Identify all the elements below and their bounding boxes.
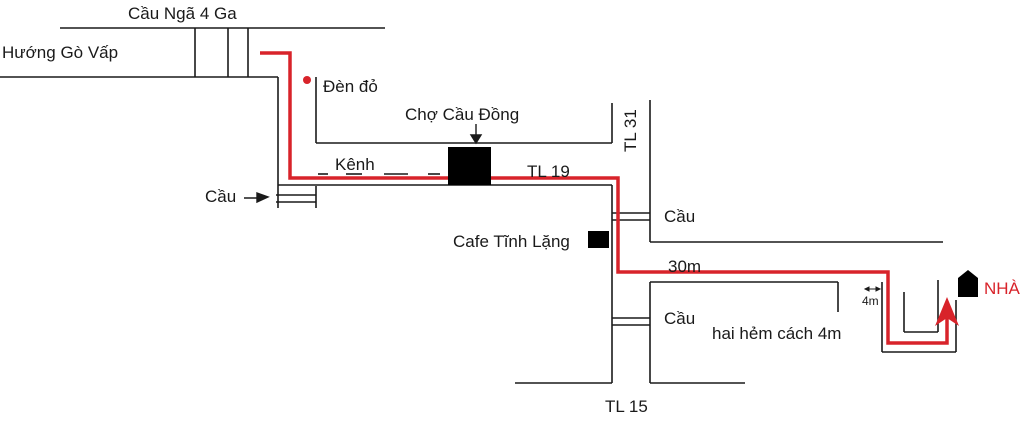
dimension-4m-icon	[863, 286, 882, 292]
pointer-arrow-icon	[469, 124, 483, 145]
bridge-tl15	[612, 317, 650, 326]
route-arrowhead-icon	[935, 297, 959, 326]
label-30m: 30m	[668, 257, 702, 276]
label-cau-low: Cầu	[664, 309, 696, 328]
roads	[0, 27, 957, 384]
label-huong-go-vap: Hướng Gò Vấp	[2, 43, 119, 62]
label-hai-hem: hai hẻm cách 4m	[712, 324, 842, 343]
label-4m: 4m	[862, 294, 879, 308]
bridge-nga-4-ga	[194, 28, 249, 77]
label-cau-nga-4-ga: Cầu Ngã 4 Ga	[128, 4, 237, 23]
label-tl31: TL 31	[621, 109, 640, 152]
house-icon	[958, 270, 978, 297]
cafe-marker	[588, 231, 609, 248]
label-tl15: TL 15	[605, 397, 648, 416]
bridge-left	[276, 186, 317, 208]
label-cafe-tinh-lang: Cafe Tĩnh Lặng	[453, 232, 570, 251]
label-den-do: Đèn đỏ	[323, 77, 378, 96]
bridges	[194, 28, 650, 326]
label-nha: NHÀ	[984, 279, 1020, 298]
red-dot-icon	[303, 76, 311, 84]
label-cau-left: Cầu	[205, 187, 237, 206]
label-cho-cau-dong: Chợ Cầu Đồng	[405, 105, 520, 124]
route-line	[260, 51, 949, 345]
cho-cau-dong-marker	[448, 147, 491, 185]
label-tl19: TL 19	[527, 162, 570, 181]
label-kenh: Kênh	[335, 155, 375, 174]
label-cau-mid: Cầu	[664, 207, 696, 226]
cau-left-arrow-icon	[244, 192, 270, 204]
